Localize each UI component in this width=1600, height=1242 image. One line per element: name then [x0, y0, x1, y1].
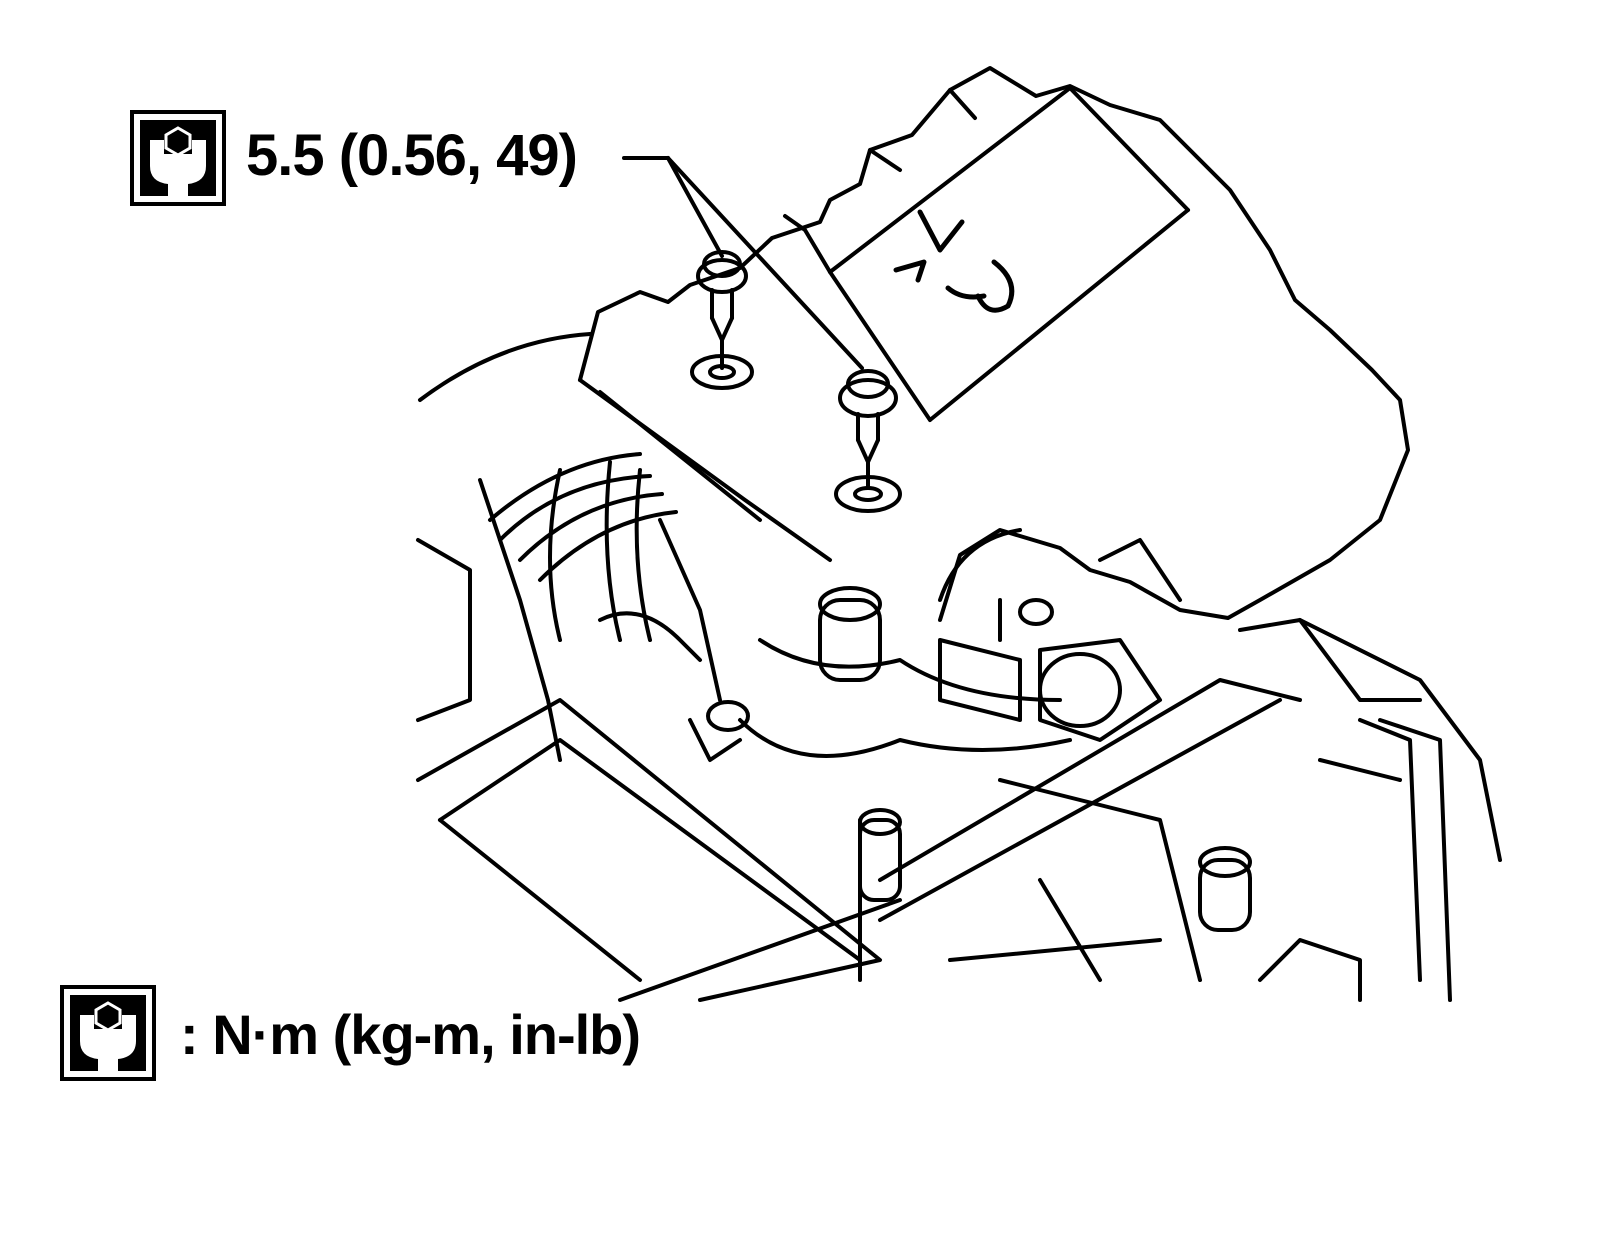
torque-wrench-icon [130, 110, 226, 206]
engine-cover [578, 66, 1410, 622]
lower-components [416, 528, 1502, 1002]
v6-emblem [893, 209, 1015, 313]
leader-lines [622, 156, 864, 370]
intake-duct [418, 332, 722, 762]
torque-value-label: 5.5 (0.56, 49) [246, 123, 578, 188]
torque-wrench-icon [60, 985, 156, 1081]
bolt-right [834, 369, 902, 513]
legend-units-label: : N·m (kg-m, in-lb) [180, 1003, 641, 1066]
bolt-left [690, 250, 754, 390]
